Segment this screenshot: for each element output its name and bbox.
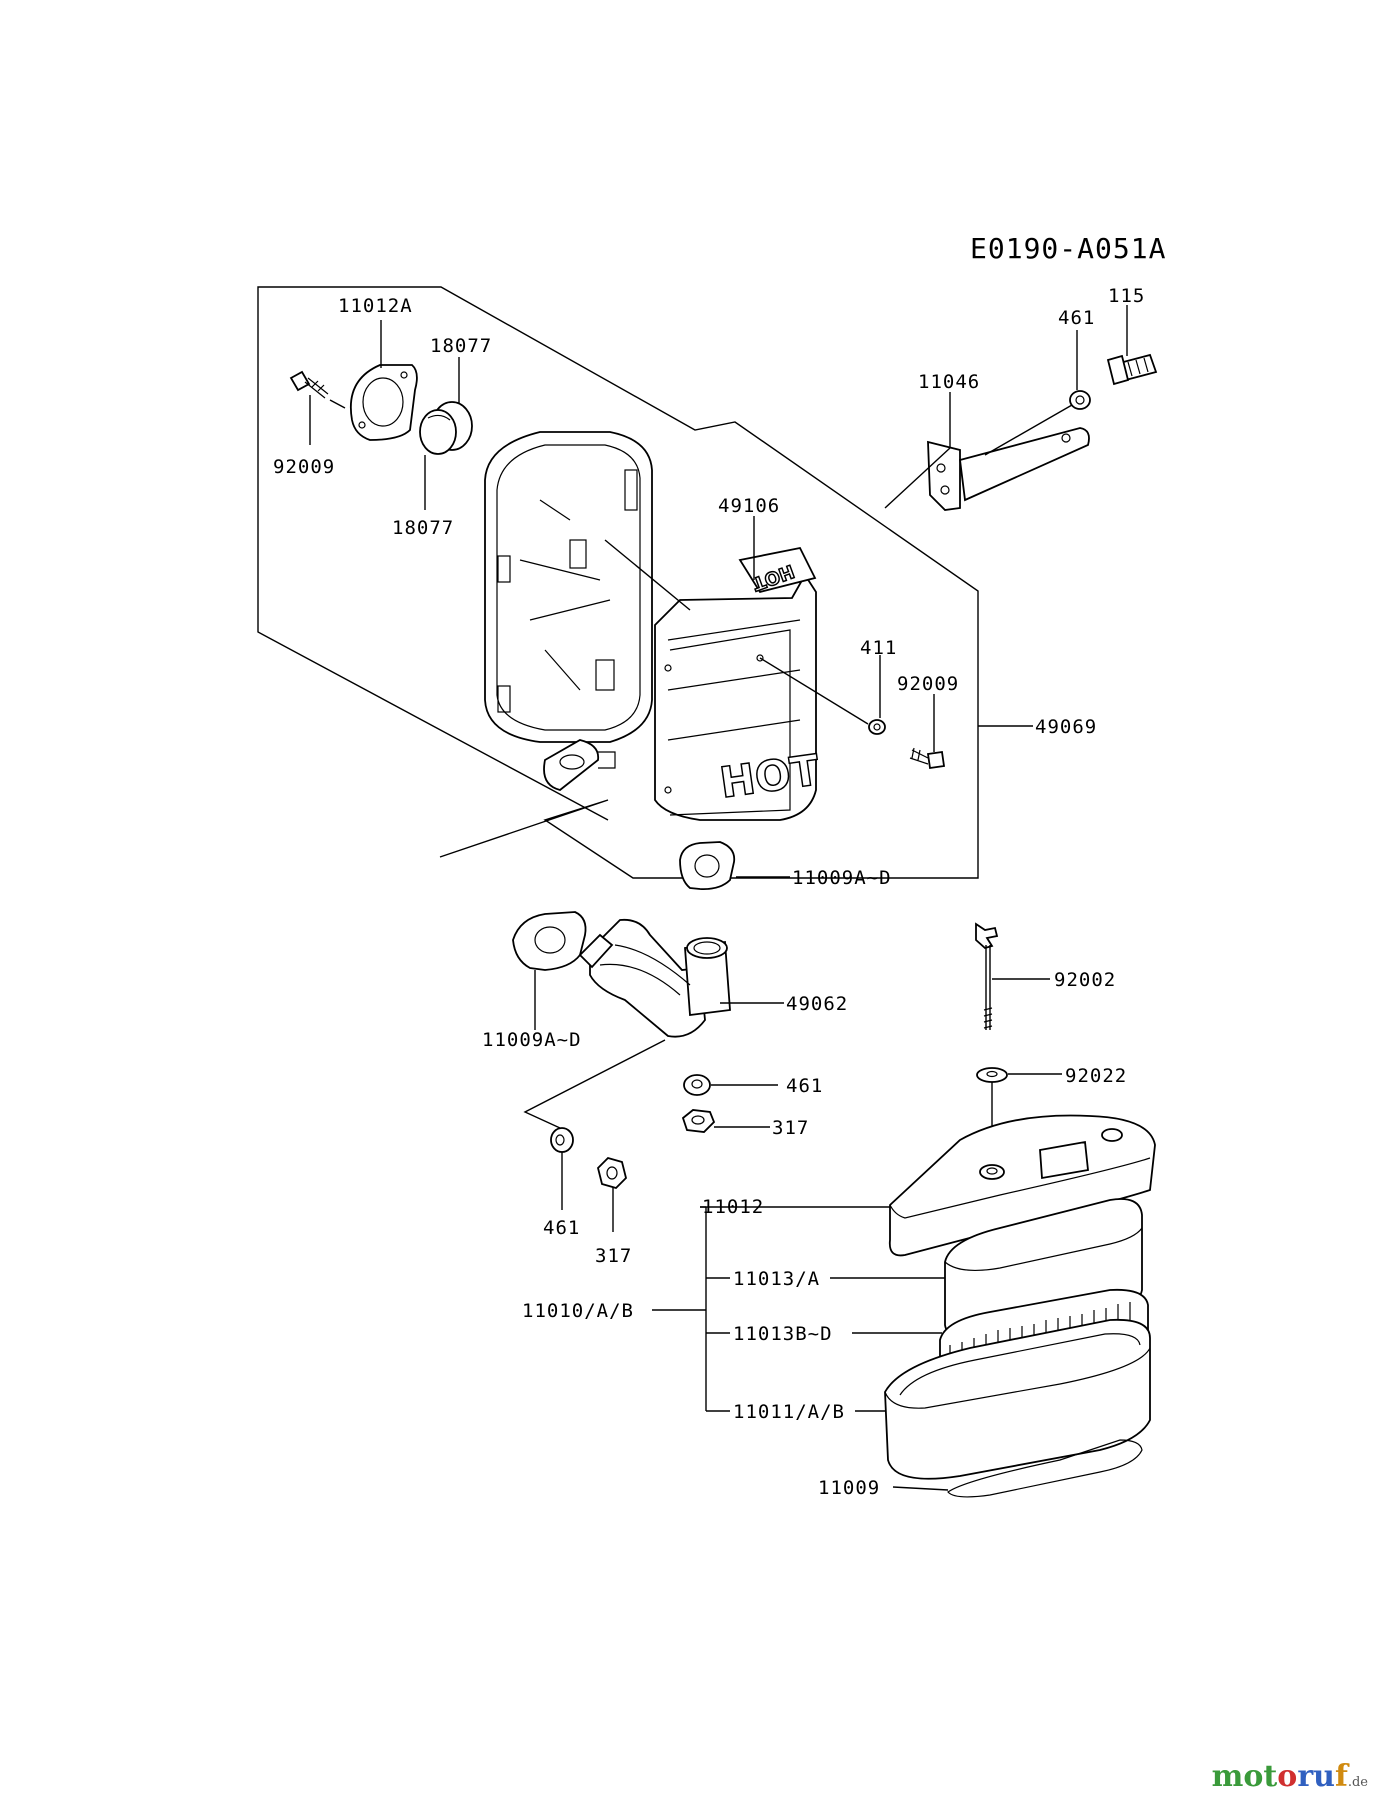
spring-washer-461-mid: [683, 1074, 711, 1096]
label-11009-upper: 11009A~D: [792, 867, 892, 889]
gasket-11009-upper: [679, 841, 736, 890]
label-411: 411: [860, 637, 897, 659]
screw-92009-left: [289, 370, 329, 399]
exhaust-pipe-49062: [578, 918, 731, 1038]
screw-92009-right: [909, 747, 946, 770]
label-49069: 49069: [1035, 716, 1097, 738]
spark-arrestor-cap: [419, 401, 473, 455]
exhaust-group-frame: [523, 1039, 666, 1129]
leader-461-top-b: [984, 404, 1073, 456]
label-11011AB: 11011/A/B: [733, 1401, 845, 1423]
gasket-11009-lower: [512, 911, 587, 971]
diagram-code: E0190-A051A: [970, 232, 1166, 265]
leader-11046-b: [884, 447, 951, 509]
heat-shield-49106: HOT HOT: [654, 546, 823, 821]
label-49106: 49106: [718, 495, 780, 517]
label-92009-left: 92009: [273, 456, 335, 478]
air-cleaner-cover-11012: [888, 1114, 1156, 1257]
washer-411: [868, 719, 886, 735]
muffler-outlet-flange: [543, 739, 616, 791]
label-92009-right: 92009: [897, 673, 959, 695]
label-92022: 92022: [1065, 1065, 1127, 1087]
label-18077-top: 18077: [430, 335, 492, 357]
leader-92009-left-b: [329, 399, 346, 409]
label-461-top: 461: [1058, 307, 1095, 329]
bolt-115: [1106, 353, 1158, 386]
label-317-mid: 317: [772, 1117, 809, 1139]
wing-bolt-92002: [975, 922, 999, 1030]
label-11009: 11009: [818, 1477, 880, 1499]
label-115: 115: [1108, 285, 1145, 307]
label-461-mid: 461: [786, 1075, 823, 1097]
leader-411-b: [759, 657, 869, 725]
gasket-11009: [947, 1439, 1143, 1498]
label-18077-bottom: 18077: [392, 517, 454, 539]
label-49062: 49062: [786, 993, 848, 1015]
leader-49106-b: [604, 539, 691, 611]
label-11013BD: 11013B~D: [733, 1323, 833, 1345]
spring-washer-461-low: [550, 1127, 574, 1153]
label-11012: 11012: [702, 1196, 764, 1218]
label-317-low: 317: [595, 1245, 632, 1267]
nut-317-low: [597, 1156, 627, 1190]
bracket-11046: [927, 427, 1090, 511]
label-11013A: 11013/A: [733, 1268, 820, 1290]
flange-gasket-11012A: [350, 364, 418, 441]
muffler-group-frame: [257, 286, 979, 879]
label-461-low: 461: [543, 1217, 580, 1239]
spring-washer-461-top: [1069, 390, 1091, 410]
washer-92022: [976, 1067, 1008, 1083]
label-92002: 92002: [1054, 969, 1116, 991]
label-11010AB: 11010/A/B: [522, 1300, 634, 1322]
label-11009-lower: 11009A~D: [482, 1029, 582, 1051]
air-cleaner-base-11011AB: [884, 1318, 1151, 1480]
group-bracket-11010AB: [652, 1206, 730, 1412]
label-11012A: 11012A: [338, 295, 413, 317]
watermark-logo: motoruf.de: [1211, 1759, 1368, 1794]
leader-11009: [892, 1486, 949, 1491]
muffler-body: [484, 431, 653, 743]
nut-317-mid: [681, 1109, 716, 1133]
label-11046: 11046: [918, 371, 980, 393]
